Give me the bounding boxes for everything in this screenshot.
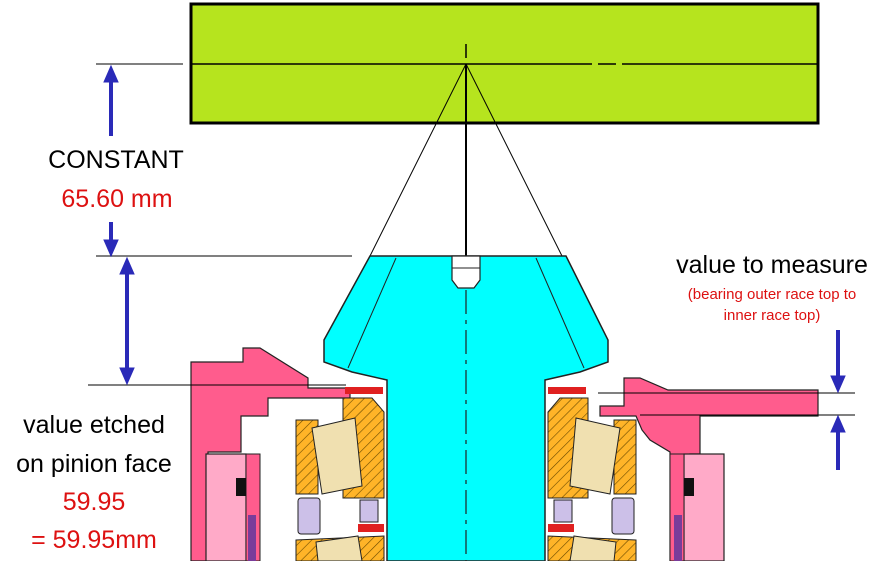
housing-left [190, 347, 351, 562]
measure-title: value to measure [676, 251, 868, 279]
etched-result: = 59.95mm [31, 526, 157, 554]
bearing-right [547, 387, 637, 562]
etched-line1: value etched [23, 411, 165, 439]
dimension-arrows [103, 64, 846, 470]
constant-title: CONSTANT [48, 146, 184, 174]
housing-right [599, 377, 819, 562]
etched-line2: on pinion face [16, 450, 172, 478]
constant-value: 65.60 mm [61, 185, 172, 213]
measure-note-line2: inner race top) [724, 307, 821, 324]
bearing-left [295, 387, 385, 562]
gauge-block [189, 2, 820, 125]
measure-note-line1: (bearing outer race top to [688, 286, 856, 303]
sight-lines [369, 63, 563, 257]
reference-lines [88, 63, 855, 416]
etched-value: 59.95 [63, 488, 126, 516]
